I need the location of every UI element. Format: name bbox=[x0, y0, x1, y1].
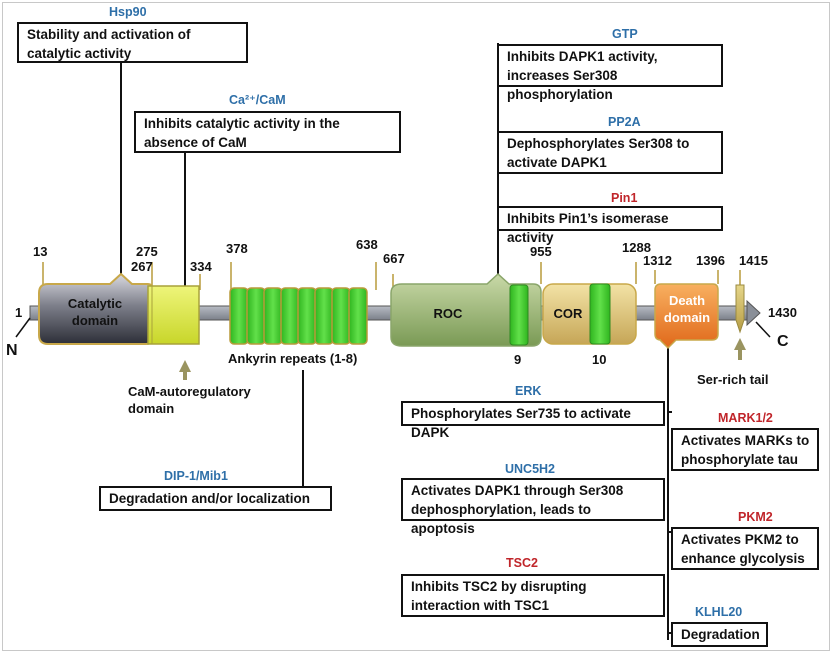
position-1396: 1396 bbox=[696, 253, 725, 268]
ser-tail-up-arrow bbox=[734, 338, 746, 360]
cor-domain-label: COR bbox=[553, 306, 583, 321]
roc-domain-label: ROC bbox=[433, 306, 463, 321]
klhl20-label: KLHL20 bbox=[695, 605, 743, 619]
cacam-label: Ca²⁺/CaM bbox=[229, 93, 286, 107]
hsp90-label: Hsp90 bbox=[109, 5, 147, 19]
pp2a-effect-box: Dephosphorylates Ser308 to activate DAPK… bbox=[497, 131, 723, 174]
pp2a-label: PP2A bbox=[608, 115, 641, 129]
ankyrin-repeats bbox=[229, 287, 368, 345]
death-domain-label: Death domain bbox=[663, 293, 711, 325]
position-1415: 1415 bbox=[739, 253, 768, 268]
dip1-label: DIP-1/Mib1 bbox=[164, 469, 228, 483]
tsc2-label: TSC2 bbox=[506, 556, 538, 570]
position-1430: 1430 bbox=[768, 305, 797, 320]
unc5h2-effect-box: Activates DAPK1 through Ser308 dephospho… bbox=[401, 478, 665, 536]
position-267: 267 bbox=[131, 259, 153, 274]
dip1-effect-box: Degradation and/or localization bbox=[99, 486, 332, 511]
cam-up-arrow bbox=[179, 360, 191, 380]
n-terminus-label: N bbox=[6, 342, 18, 359]
pkm2-effect-box: Activates PKM2 to enhance glycolysis bbox=[671, 527, 819, 570]
position-955: 955 bbox=[530, 244, 552, 259]
position-13: 13 bbox=[33, 244, 48, 259]
ankyrin-repeats-label: Ankyrin repeats (1-8) bbox=[228, 351, 358, 366]
repeat-10 bbox=[589, 283, 611, 345]
position-1312: 1312 bbox=[643, 253, 672, 268]
mark12-label: MARK1/2 bbox=[718, 411, 773, 425]
klhl20-effect-box: Degradation bbox=[671, 622, 768, 647]
position-275: 275 bbox=[136, 244, 158, 259]
c-term-line bbox=[755, 321, 771, 338]
position-1: 1 bbox=[15, 305, 23, 320]
catalytic-domain-label: Catalytic domain bbox=[67, 296, 123, 328]
pkm2-label: PKM2 bbox=[738, 510, 773, 524]
repeat-9-number: 9 bbox=[514, 352, 522, 367]
ser-rich-tail-label: Ser-rich tail bbox=[697, 372, 769, 387]
repeat-10-number: 10 bbox=[592, 352, 607, 367]
pin1-label: Pin1 bbox=[611, 191, 638, 205]
catalytic-domain bbox=[38, 272, 153, 345]
position-638: 638 bbox=[356, 237, 378, 252]
position-378: 378 bbox=[226, 241, 248, 256]
death-domain bbox=[654, 283, 719, 350]
position-1288: 1288 bbox=[622, 240, 651, 255]
n-term-line bbox=[15, 317, 31, 338]
cam-autoregulatory-label: CaM-autoregulatory domain bbox=[128, 384, 251, 416]
repeat-9 bbox=[509, 284, 529, 346]
pin1-effect-box: Inhibits Pin1’s isomerase activity bbox=[497, 206, 723, 245]
erk-label: ERK bbox=[515, 384, 542, 398]
erk-effect-box: Phosphorylates Ser735 to activate DAPK bbox=[401, 401, 665, 440]
position-667: 667 bbox=[383, 251, 405, 266]
ser-rich-tail-marker bbox=[735, 284, 745, 334]
cam-autoregulatory-domain bbox=[147, 285, 200, 345]
cacam-effect-box: Inhibits catalytic activity in the absen… bbox=[134, 111, 401, 153]
unc5h2-label: UNC5H2 bbox=[505, 462, 556, 476]
mark12-effect-box: Activates MARKs to phosphorylate tau bbox=[671, 428, 819, 471]
c-terminal-arrowhead bbox=[746, 299, 761, 327]
c-terminus-label: C bbox=[777, 333, 789, 350]
gtp-effect-box: Inhibits DAPK1 activity, increases Ser30… bbox=[497, 44, 723, 102]
hsp90-effect-box: Stability and activation of catalytic ac… bbox=[17, 22, 248, 63]
gtp-label: GTP bbox=[612, 27, 638, 41]
roc-domain bbox=[390, 272, 542, 347]
tsc2-effect-box: Inhibits TSC2 by disrupting interaction … bbox=[401, 574, 665, 617]
position-334: 334 bbox=[190, 259, 212, 274]
